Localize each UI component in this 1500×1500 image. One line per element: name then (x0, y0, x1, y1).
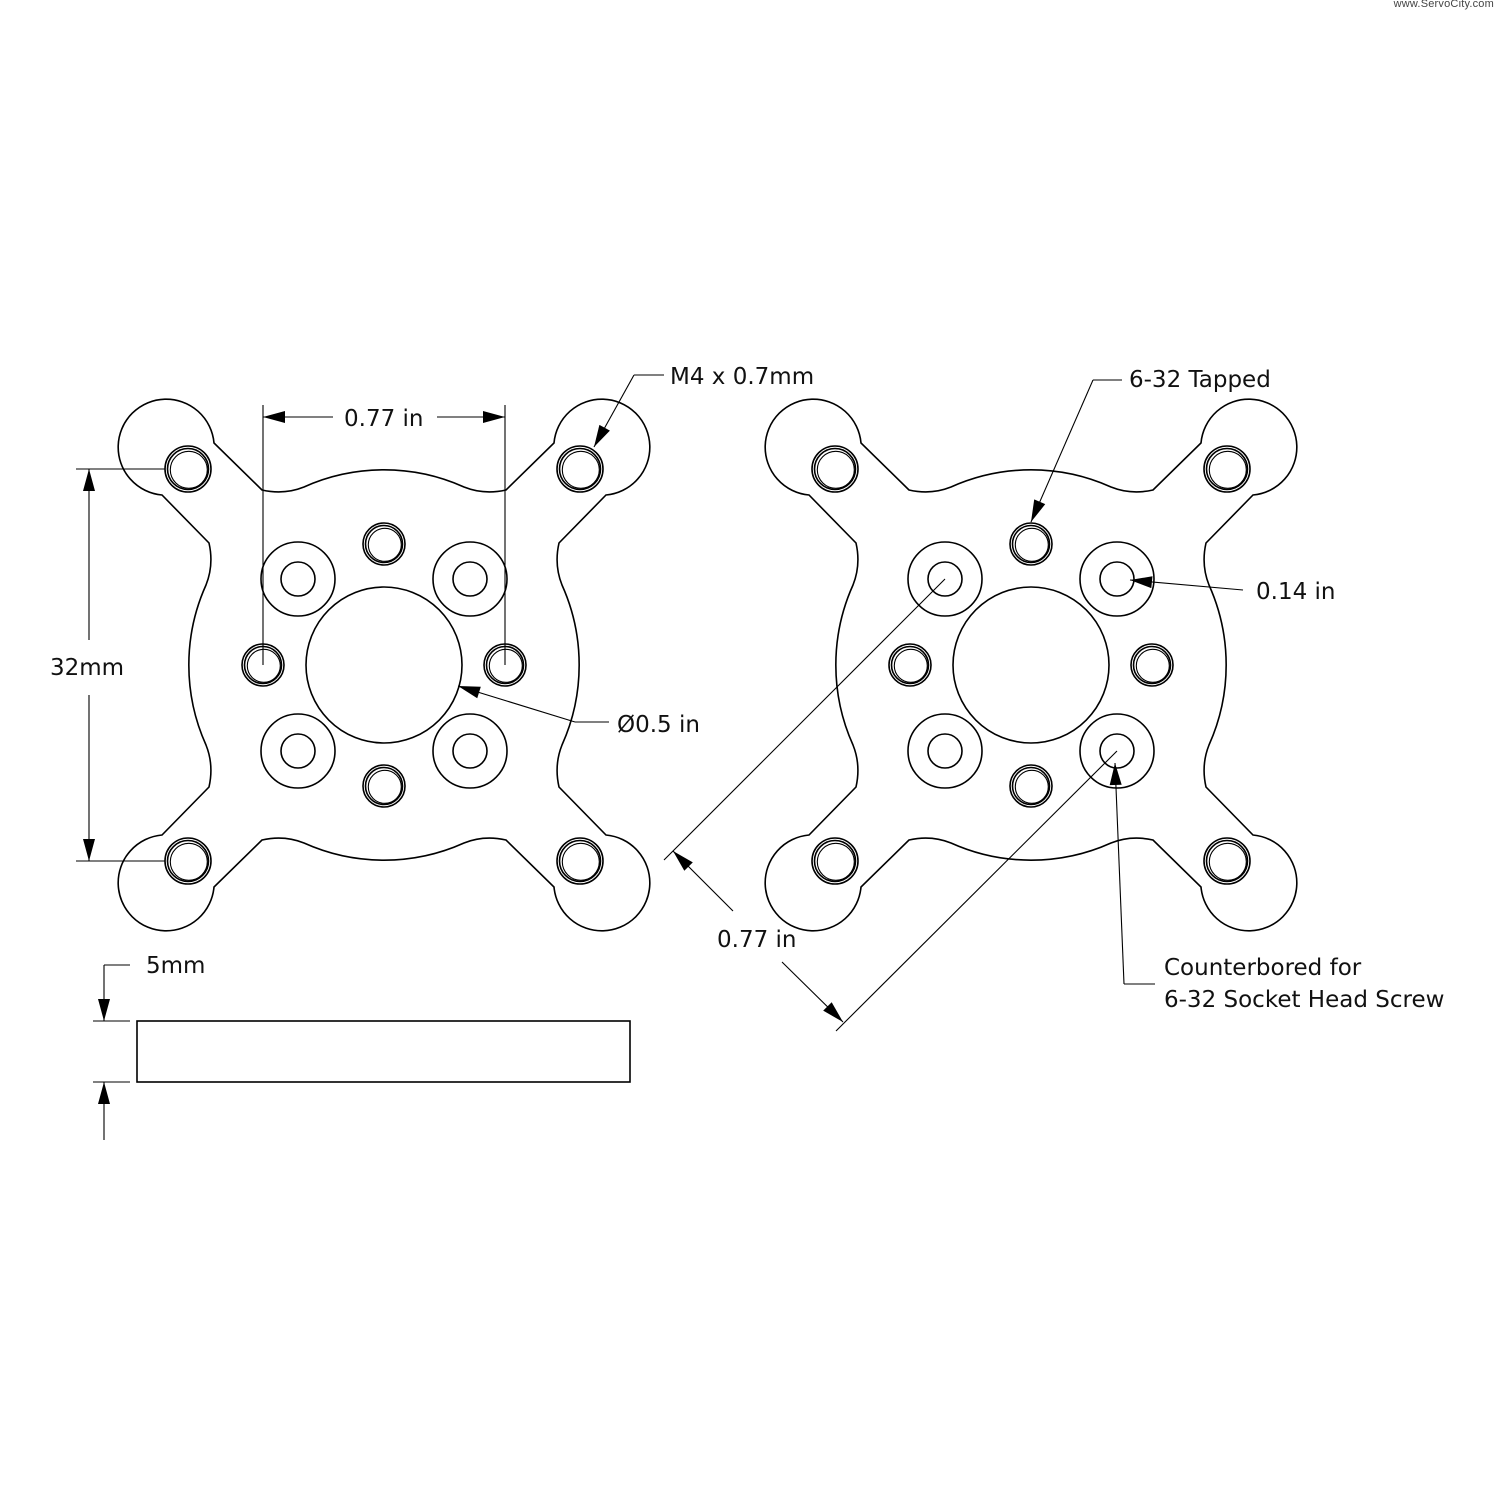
corner-hole-br-thread (558, 839, 602, 883)
tapped-hole-top-thread (1011, 524, 1051, 564)
tapped-hole-right-inner (488, 648, 523, 683)
corner-hole-br-outer (556, 837, 604, 885)
corner-hole-bl-outer (164, 837, 212, 885)
arrowhead-m4 (594, 424, 610, 447)
tapped-hole-left-inner (246, 648, 281, 683)
tapped-hole-top-thread (364, 524, 404, 564)
corner-hole-tr-inner (1208, 450, 1247, 489)
tapped-hole-left-thread (890, 645, 930, 685)
arrowhead-tapped (1031, 499, 1046, 522)
corner-hole-br-outer (1203, 837, 1251, 885)
corner-hole-tr-thread (558, 447, 602, 491)
arrowhead-counterbore (1109, 763, 1122, 786)
counterbore-hole-label: 0.14 in (1256, 579, 1336, 605)
tapped-hole-left-outer (888, 643, 932, 687)
corner-hole-tl-inner (169, 450, 208, 489)
counterbored-hole-tl-through-hole (927, 561, 963, 597)
arrowhead-5mm-bottom (98, 1082, 110, 1104)
side-view-profile (136, 1020, 631, 1083)
corner-hole-br-inner (1208, 842, 1247, 881)
counterbored-hole-br-counterbore (1079, 713, 1155, 789)
arrowhead-bore (458, 686, 481, 699)
counterbored-hole-tl-counterbore (260, 541, 336, 617)
corner-hole-tl-inner (816, 450, 855, 489)
corner-hole-br-inner (561, 842, 600, 881)
hole-spacing-label: 0.77 in (344, 406, 424, 432)
corner-thread-label: M4 x 0.7mm (670, 364, 814, 390)
counterbored-hole-tl-through-hole (280, 561, 316, 597)
center-bore (952, 586, 1110, 744)
leader-tapped (1030, 379, 1094, 523)
counterbored-hole-tr-counterbore (432, 541, 508, 617)
left-plate-view (117, 398, 651, 932)
center-bore-label: Ø0.5 in (617, 712, 700, 738)
counterbored-hole-br-through-hole (1099, 733, 1135, 769)
thickness-label: 5mm (146, 953, 205, 979)
tapped-hole-bottom-inner (367, 769, 402, 804)
corner-hole-tl-thread (166, 447, 210, 491)
tapped-hole-right-thread (1132, 645, 1172, 685)
counterbored-hole-tr-through-hole (1099, 561, 1135, 597)
right-plate-view (764, 398, 1298, 932)
tapped-hole-bottom-outer (1009, 764, 1053, 808)
ext-line-diagonal-upper (663, 578, 946, 861)
tapped-hole-top-outer (1009, 522, 1053, 566)
corner-hole-tr-thread (1205, 447, 1249, 491)
counterbored-hole-tr-through-hole (452, 561, 488, 597)
counterbored-hole-bl-through-hole (927, 733, 963, 769)
arrowhead-spacing-left (263, 411, 285, 423)
tapped-holes-label: 6-32 Tapped (1129, 367, 1271, 393)
counterbored-hole-tr-counterbore (1079, 541, 1155, 617)
corner-hole-bl-inner (816, 842, 855, 881)
plate-outline (117, 398, 651, 932)
diagonal-spacing-label: 0.77 in (717, 927, 797, 953)
tapped-hole-bottom-thread (364, 766, 404, 806)
arrowhead-5mm-top (98, 999, 110, 1021)
corner-hole-tl-outer (811, 445, 859, 493)
counterbore-note-line1: Counterbored for (1164, 955, 1362, 981)
corner-hole-bl-outer (811, 837, 859, 885)
tapped-hole-bottom-outer (362, 764, 406, 808)
counterbored-hole-bl-counterbore (260, 713, 336, 789)
watermark-url: www.ServoCity.com (1393, 0, 1494, 10)
tapped-hole-top-inner (1014, 527, 1049, 562)
counterbored-hole-tl-counterbore (907, 541, 983, 617)
leader-counterbore (1114, 762, 1125, 985)
counterbored-hole-br-counterbore (432, 713, 508, 789)
corner-hole-br-thread (1205, 839, 1249, 883)
corner-hole-tl-thread (813, 447, 857, 491)
corner-hole-bl-thread (166, 839, 210, 883)
corner-hole-tr-outer (556, 445, 604, 493)
plate-outline (764, 398, 1298, 932)
center-bore (305, 586, 463, 744)
counterbored-hole-br-through-hole (452, 733, 488, 769)
corner-spacing-label: 32mm (50, 655, 124, 681)
tapped-hole-bottom-inner (1014, 769, 1049, 804)
corner-hole-tr-inner (561, 450, 600, 489)
corner-hole-bl-inner (169, 842, 208, 881)
corner-hole-bl-thread (813, 839, 857, 883)
arrowhead-diagonal-lower (823, 1002, 843, 1022)
side-view (136, 1020, 631, 1083)
tapped-hole-top-inner (367, 527, 402, 562)
arrowhead-spacing-right (483, 411, 505, 423)
corner-hole-tl-outer (164, 445, 212, 493)
tapped-hole-left-inner (893, 648, 928, 683)
ext-line-diagonal-lower (835, 750, 1118, 1032)
arrowhead-32mm-bottom (83, 839, 95, 861)
arrowhead-diagonal-upper (673, 851, 693, 871)
tapped-hole-right-inner (1135, 648, 1170, 683)
counterbored-hole-bl-through-hole (280, 733, 316, 769)
arrowhead-32mm-top (83, 469, 95, 491)
counterbored-hole-bl-counterbore (907, 713, 983, 789)
dimension-annotations (76, 374, 1244, 1140)
tapped-hole-top-outer (362, 522, 406, 566)
corner-hole-tr-outer (1203, 445, 1251, 493)
arrowhead-hole-size (1130, 576, 1153, 589)
counterbore-note-line2: 6-32 Socket Head Screw (1164, 987, 1444, 1013)
tapped-hole-bottom-thread (1011, 766, 1051, 806)
tapped-hole-right-outer (1130, 643, 1174, 687)
